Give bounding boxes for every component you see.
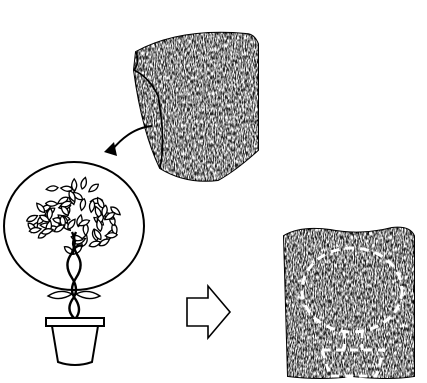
leaf	[87, 182, 100, 193]
covered-tree	[284, 228, 414, 378]
leaf	[72, 179, 77, 191]
leaf	[26, 213, 39, 223]
leaf	[89, 200, 96, 213]
leaf	[80, 177, 88, 190]
leaf	[46, 185, 59, 192]
tree-in-pot	[4, 162, 144, 365]
leaf	[46, 201, 58, 207]
fleece-cover-sheet	[134, 33, 258, 181]
curved-arrow-icon	[104, 126, 152, 156]
process-arrow-icon	[187, 286, 230, 338]
